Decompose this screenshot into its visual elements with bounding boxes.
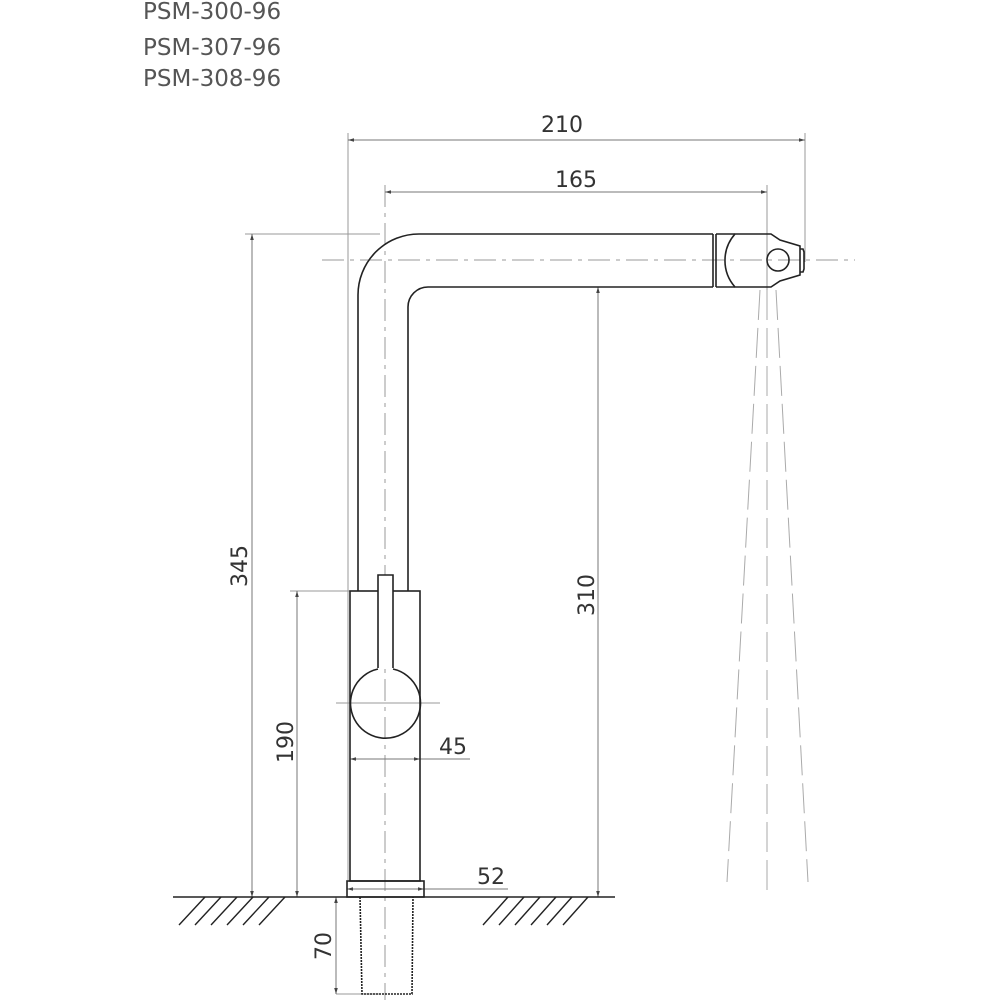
dim-label-190: 190	[274, 721, 299, 763]
model-label-1: PSM-300-96	[143, 0, 281, 25]
faucet-body	[346, 574, 425, 898]
dim-label-165: 165	[555, 168, 597, 193]
model-label-2: PSM-307-96	[143, 35, 281, 61]
dim-label-52: 52	[477, 865, 505, 890]
dim-label-45: 45	[439, 735, 467, 760]
dim-label-345: 345	[228, 545, 253, 587]
spout	[357, 233, 735, 591]
dimension-lines	[250, 138, 805, 994]
center-lines	[322, 185, 855, 1000]
spray-head	[724, 233, 805, 288]
dim-label-210: 210	[541, 113, 583, 138]
lever-handle	[349, 668, 422, 739]
extension-lines	[245, 133, 806, 995]
countertop-surface	[173, 896, 615, 926]
water-spray	[726, 289, 809, 892]
dim-label-70: 70	[312, 932, 337, 960]
dim-label-310: 310	[575, 574, 600, 616]
model-label-3: PSM-308-96	[143, 66, 281, 92]
aerator-icon	[766, 248, 790, 272]
threaded-shank	[359, 896, 414, 995]
